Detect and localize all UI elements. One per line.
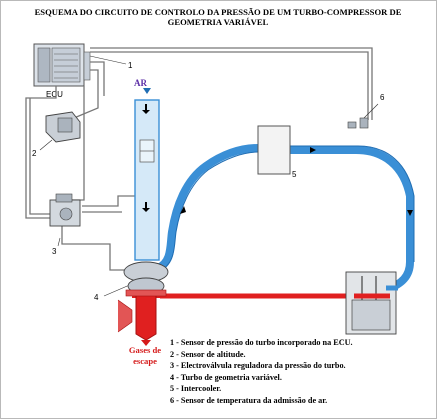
engine-block [345, 271, 398, 335]
callout-leaders [39, 55, 379, 297]
legend-item-3: 3 - Electroválvula reguladora da pressão… [170, 361, 346, 371]
exhaust-label: Gases de escape [120, 345, 170, 367]
boost-air-outline [157, 145, 415, 273]
solenoid-valve [49, 193, 81, 227]
intercooler [257, 125, 291, 175]
intake-duct [134, 99, 160, 261]
callout-2: 2 [32, 149, 37, 158]
control-lines [25, 47, 373, 271]
title-line-2: GEOMETRIA VARIÁVEL [167, 17, 269, 27]
title-line-1: ESQUEMA DO CIRCUITO DE CONTROLO DA PRESS… [34, 7, 402, 17]
diagram-title: ESQUEMA DO CIRCUITO DE CONTROLO DA PRESS… [8, 7, 428, 27]
callout-3: 3 [52, 247, 57, 256]
legend-item-5: 5 - Intercooler. [170, 384, 222, 394]
air-inlet-arrow [143, 88, 151, 94]
flow-arrows [142, 104, 413, 216]
ecu-unit [33, 43, 91, 87]
legend: 1 - Sensor de pressão do turbo incorpora… [170, 337, 430, 407]
legend-item-2: 2 - Sensor de altitude. [170, 349, 246, 359]
temperature-sensor [347, 117, 369, 129]
exhaust-label-line-1: Gases de [128, 345, 162, 355]
legend-item-4: 4 - Turbo de geometria variável. [170, 372, 282, 382]
legend-item-6: 6 - Sensor de temperatura da admissão de… [170, 395, 328, 405]
exhaust-label-line-2: escape [133, 356, 157, 366]
callout-4: 4 [94, 293, 99, 302]
boost-air-path [155, 144, 414, 294]
ecu-label: ECU [46, 90, 63, 99]
exhaust-path [117, 293, 356, 341]
air-label: AR [134, 78, 147, 88]
callout-1: 1 [128, 61, 133, 70]
exhaust-outlet-arrow [141, 340, 151, 346]
callout-6: 6 [380, 93, 385, 102]
altitude-sensor [45, 111, 81, 143]
turbocharger [123, 261, 169, 297]
callout-5: 5 [292, 170, 297, 179]
legend-item-1: 1 - Sensor de pressão do turbo incorpora… [170, 338, 353, 347]
